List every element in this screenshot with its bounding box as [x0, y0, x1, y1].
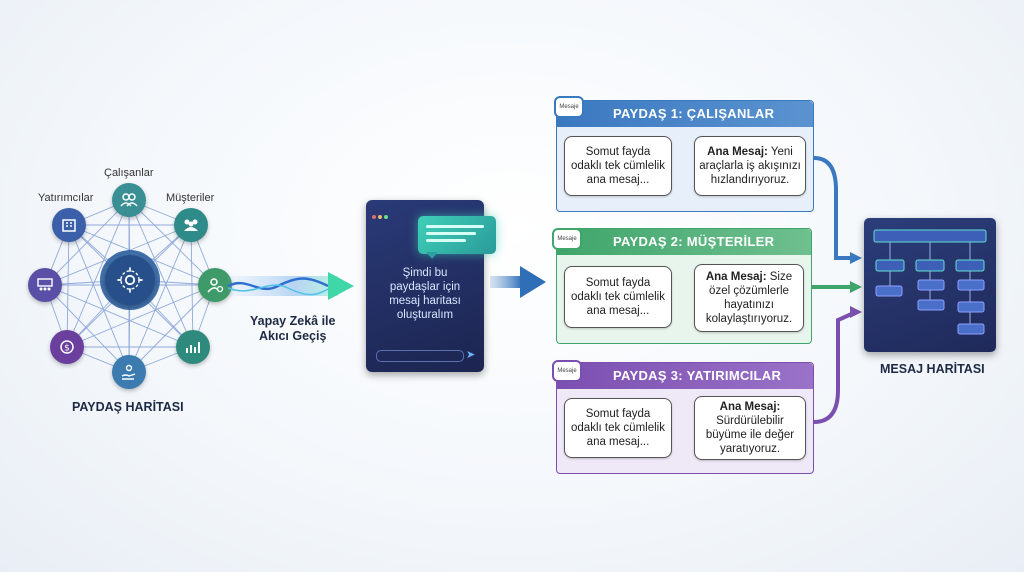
p2-left-line2: odaklı tek cümlelik — [571, 291, 665, 303]
p3-msg-line3: yaratıyoruz. — [719, 443, 781, 455]
network-line — [44, 284, 130, 373]
network-line — [68, 224, 130, 373]
node-person-gear[interactable] — [198, 268, 232, 302]
p2-msg-line1: Size — [769, 271, 793, 283]
panel-calisanlar-message: Ana Mesaj: Yeni araçlarla iş akışınızı h… — [694, 136, 806, 196]
message-map-title: MESAJ HARİTASI — [880, 362, 985, 376]
network-line — [66, 224, 70, 348]
svg-text:$: $ — [64, 344, 70, 354]
people-icon — [120, 193, 138, 207]
network-line — [128, 224, 192, 373]
group-icon — [184, 219, 198, 231]
chat-prompt-line4: oluşturalım — [396, 309, 454, 321]
p3-msg-label: Ana Mesaj: — [719, 401, 781, 413]
chat-bubble-icon — [418, 216, 496, 259]
p1-msg-label: Ana Mesaj: — [707, 146, 768, 158]
hand-person-icon — [121, 364, 136, 380]
node-yatirimcilar[interactable] — [52, 208, 86, 242]
panel-yatirimcilar-left-bubble: Somut fayda odaklı tek cümlelik ana mesa… — [564, 398, 672, 458]
panel-musteriler-title: PAYDAŞ 2: MÜŞTERİLER — [557, 229, 811, 255]
network-line — [190, 224, 194, 348]
panel-yatirimcilar-title: PAYDAŞ 3: YATIRIMCILAR — [557, 363, 813, 389]
node-hand-person[interactable] — [112, 355, 146, 389]
building-icon — [62, 219, 76, 232]
node-chart[interactable] — [176, 330, 210, 364]
transition-label-line1: Yapay Zekâ ile — [250, 314, 336, 328]
network-line — [66, 199, 130, 348]
chart-icon — [186, 342, 200, 353]
p3-left-line1: Somut fayda — [585, 408, 651, 420]
audience-icon — [37, 278, 53, 291]
node-coin[interactable]: $ — [50, 330, 84, 364]
p1-msg-line1: Yeni — [770, 146, 793, 158]
panel-calisanlar-left-bubble: Somut fayda odaklı tek cümlelik ana mesa… — [564, 136, 672, 196]
panel-yatirimcilar-badge: Mesaje — [552, 360, 582, 382]
p2-left-line1: Somut fayda — [585, 277, 651, 289]
p3-msg-line1: Sürdürülebilir — [716, 415, 784, 427]
network-line — [44, 284, 194, 348]
node-calisanlar[interactable] — [112, 183, 146, 217]
panel-musteriler-badge: Mesaje — [552, 228, 582, 250]
p3-left-line3: ana mesaj... — [586, 436, 650, 448]
chat-prompt-line2: paydaşlar için — [389, 281, 461, 293]
p2-msg-label: Ana Mesaj: — [705, 271, 767, 283]
p1-msg-line3: hızlandırıyoruz. — [710, 174, 790, 186]
p2-msg-line2: özel çözümlerle — [709, 285, 789, 297]
center-node[interactable] — [105, 255, 155, 305]
p1-left-line3: ana mesaj... — [586, 174, 650, 186]
stakeholder-map-title: PAYDAŞ HARİTASI — [72, 400, 184, 414]
panel-yatirimcilar-message: Ana Mesaj: Sürdürülebilir büyüme ile değ… — [694, 396, 806, 460]
device-to-panels-arrow — [490, 266, 546, 298]
p3-left-line2: odaklı tek cümlelik — [571, 422, 665, 434]
p1-left-line1: Somut fayda — [585, 146, 651, 158]
ai-transition-arrow — [228, 272, 354, 300]
network-line — [128, 284, 216, 373]
p1-left-line2: odaklı tek cümlelik — [571, 160, 665, 172]
chat-prompt-line1: Şimdi bu — [402, 267, 448, 279]
window-dots — [372, 206, 388, 224]
chat-input[interactable] — [376, 350, 464, 362]
p2-left-line3: ana mesaj... — [586, 305, 650, 317]
node-audience[interactable] — [28, 268, 62, 302]
coin-icon: $ — [60, 340, 74, 354]
person-gear-icon — [207, 278, 224, 293]
panel-calisanlar-title: PAYDAŞ 1: ÇALIŞANLAR — [557, 101, 813, 127]
network-line — [66, 284, 216, 348]
p3-msg-line2: büyüme ile değer — [705, 429, 795, 441]
label-musteriler: Müşteriler — [166, 192, 215, 204]
gear-network-icon — [117, 267, 143, 293]
hierarchy-icon — [873, 229, 987, 335]
label-yatirimcilar: Yatırımcılar — [38, 192, 94, 204]
p2-msg-line4: kolaylaştırıyoruz. — [705, 313, 793, 325]
network-line — [128, 199, 194, 348]
transition-label-line2: Akıcı Geçiş — [259, 329, 327, 343]
panel-musteriler-left-bubble: Somut fayda odaklı tek cümlelik ana mesa… — [564, 266, 672, 328]
transition-label: Yapay Zekâ ile Akıcı Geçiş — [250, 314, 335, 344]
panel-musteriler-message: Ana Mesaj: Size özel çözümlerle hayatını… — [694, 264, 804, 332]
p2-msg-line3: hayatınızı — [724, 299, 774, 311]
message-map-device — [864, 218, 996, 352]
panel-calisanlar-badge: Mesaje — [554, 96, 584, 118]
send-icon[interactable]: ➤ — [466, 349, 476, 361]
node-musteriler[interactable] — [174, 208, 208, 242]
chat-prompt: Şimdi bu paydaşlar için mesaj haritası o… — [366, 266, 484, 322]
label-calisanlar: Çalışanlar — [104, 167, 154, 179]
p1-msg-line2: araçlarla iş akışınızı — [699, 160, 801, 172]
chat-prompt-line3: mesaj haritası — [389, 295, 461, 307]
